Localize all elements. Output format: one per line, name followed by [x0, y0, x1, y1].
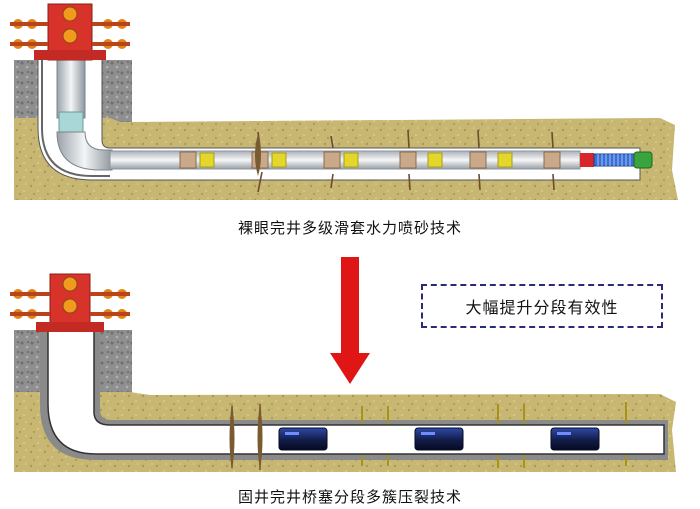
cement-sleeve: [59, 112, 83, 134]
top-caption: 裸眼完井多级滑套水力喷砂技术: [0, 217, 700, 238]
sliding-sleeve: [200, 153, 214, 167]
top-well-panel: [10, 4, 678, 200]
down-arrow-icon: [330, 257, 370, 384]
packer: [180, 152, 196, 168]
float-shoe: [634, 152, 652, 168]
packer: [544, 152, 560, 168]
tubing-vertical: [57, 58, 85, 118]
packer: [400, 152, 416, 168]
wellhead-top: [10, 4, 130, 60]
sliding-sleeve: [498, 153, 512, 167]
callout-box: 大幅提升分段有效性: [421, 284, 663, 328]
callout-text: 大幅提升分段有效性: [465, 294, 618, 318]
bottom-caption: 固井完井桥塞分段多簇压裂技术: [0, 486, 700, 507]
sliding-sleeve: [428, 153, 442, 167]
sliding-sleeve: [272, 153, 286, 167]
wellhead-bottom: [10, 274, 130, 332]
packer: [324, 152, 340, 168]
red-sub: [580, 153, 594, 167]
sliding-sleeve: [344, 153, 358, 167]
bridge-plug-icon: [279, 428, 599, 450]
packer: [470, 152, 486, 168]
